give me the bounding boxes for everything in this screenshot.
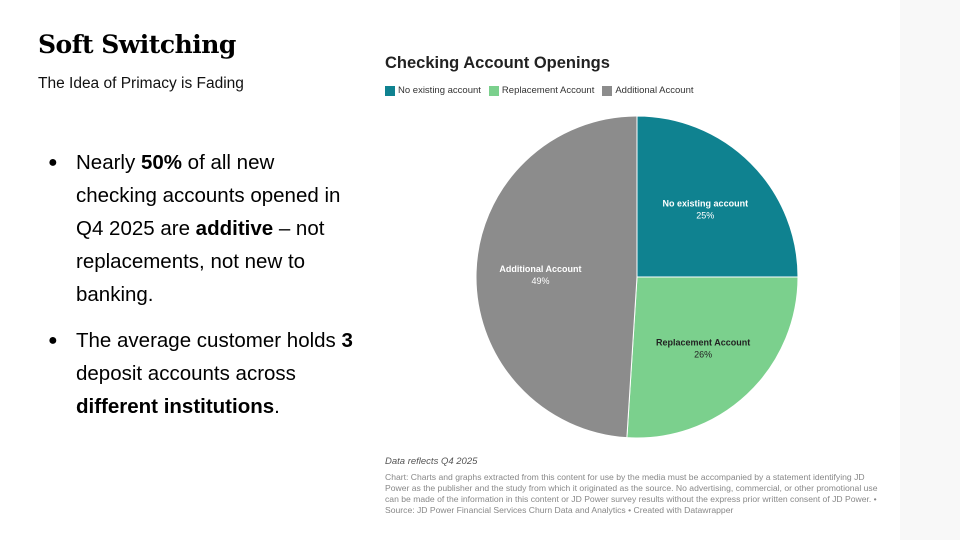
bullet-text: of all new checking accounts opened in Q… [76,151,341,240]
bullet-item: ● The average customer holds 3 deposit ac… [38,324,356,423]
chart-legend: No existing account Replacement Account Ad… [385,85,702,96]
pie-chart: Checking Account Openings No existing ac… [385,50,895,520]
bullet-emphasis: 50% [140,151,182,174]
pie-slice [475,115,638,439]
slide: Soft Switching The Idea of Primacy is Fa… [38,30,895,520]
slice-label: Additional Account [499,264,581,274]
legend-swatch [488,85,499,96]
slide-title: Soft Switching [38,30,236,59]
legend-label: Additional Account [615,85,694,96]
bullet-list: ● Nearly 50% of all new checking accounts… [38,146,356,436]
side-strip [900,0,960,540]
pie-slice [636,115,799,278]
legend-label: No existing account [398,85,481,96]
legend-swatch [602,85,613,96]
legend-label: Replacement Account [501,85,595,96]
slide-subtitle: The Idea of Primacy is Fading [38,75,244,92]
bullet-dot-icon: ● [48,332,58,349]
slice-value-label: 49% [531,276,549,286]
legend-item: No existing account [385,85,481,96]
legend-swatch [385,85,395,96]
slice-label: No existing account [663,199,749,209]
source-note: Chart: Charts and graphs extracted from … [385,472,878,515]
data-note: Data reflects Q4 2025 [385,456,478,467]
slice-label: Replacement Account [656,337,750,347]
pie-slice [626,276,799,439]
bullet-emphasis: 3 [341,329,353,352]
bullet-item: ● Nearly 50% of all new checking accounts… [38,146,356,311]
slice-value-label: 25% [696,211,714,221]
chart-title: Checking Account Openings [385,54,610,72]
bullet-dot-icon: ● [48,154,58,171]
bullet-text: deposit accounts across [76,362,296,385]
bullet-text: – not replacements, not new to banking. [76,217,325,306]
slice-value-label: 26% [694,349,712,359]
bullet-text: Nearly [76,151,141,174]
bullet-text: . [274,395,280,418]
bullet-emphasis: different institutions [76,395,275,418]
legend-item: Additional Account [602,85,694,96]
bullet-text: The average customer holds [76,329,342,352]
legend-item: Replacement Account [488,85,595,96]
pie-svg: No existing account 25% Replacement Accoun… [475,115,799,439]
bullet-emphasis: additive [195,217,274,240]
